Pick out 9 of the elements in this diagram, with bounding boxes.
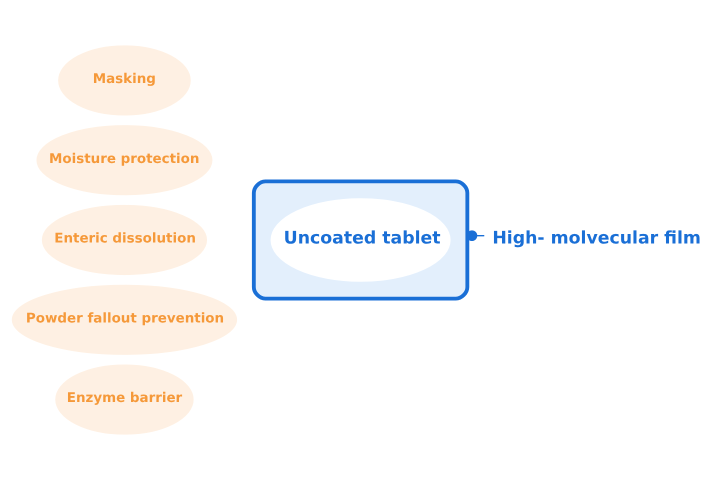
node-text: High- molvecular film	[492, 228, 701, 248]
node-ellipse: Masking	[58, 45, 191, 116]
node-ellipse: Powder fallout prevention	[12, 284, 238, 355]
node-ellipse: Uncoated tablet	[270, 198, 451, 282]
connector	[466, 230, 484, 242]
cluster	[252, 179, 470, 301]
node-ellipse: Enteric dissolution	[42, 204, 208, 276]
node-ellipse: Moisture protection	[36, 125, 212, 196]
node-ellipse: Enzyme barrier	[55, 364, 194, 435]
